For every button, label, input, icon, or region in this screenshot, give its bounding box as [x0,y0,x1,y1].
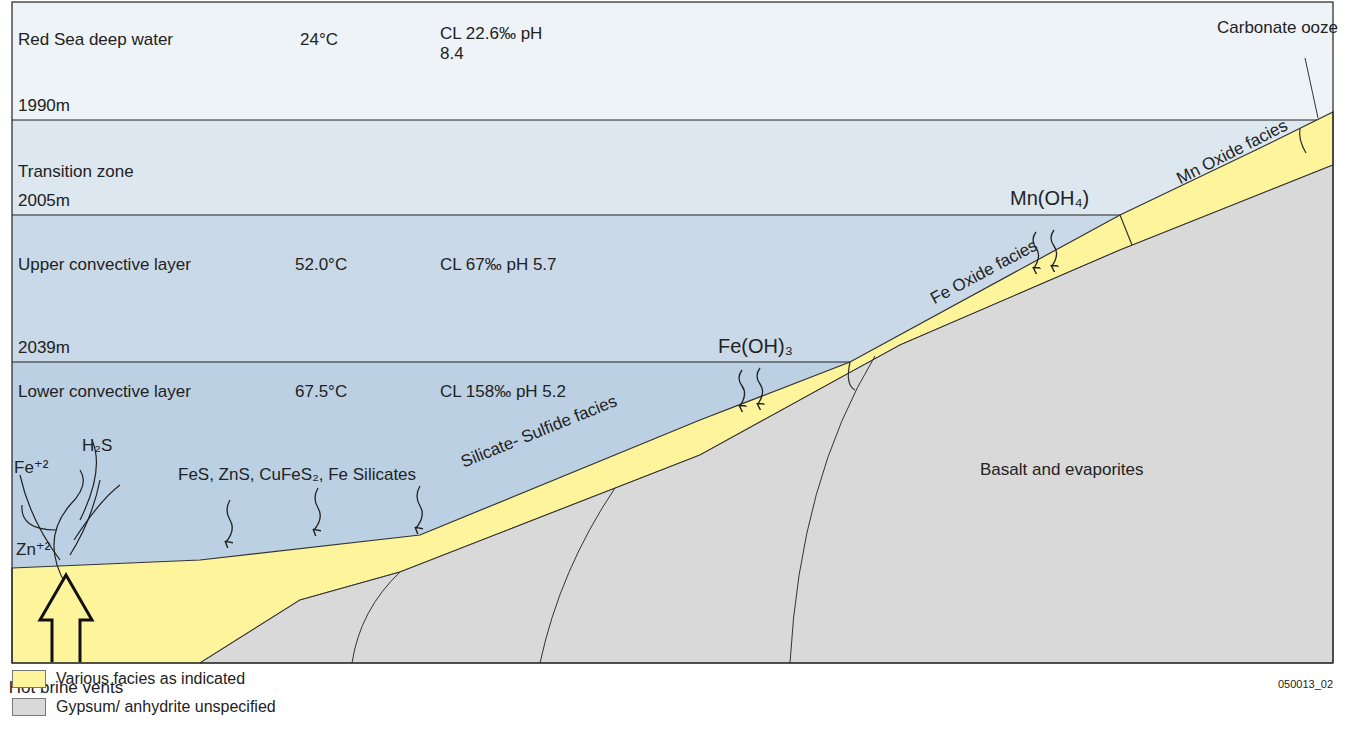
depth-label: 1990m [18,96,70,116]
depth-label: 2039m [18,338,70,358]
layer-property: 67.5°C [295,382,347,402]
legend-text: Gypsum/ anhydrite unspecified [56,697,276,717]
layer-name: Lower convective layer [18,382,191,402]
layer-property: CL 22.6‰ pH 8.4 [440,24,570,64]
ion-label: Zn⁺² [16,540,50,560]
legend-text: Various facies as indicated [56,669,245,689]
layer-property: CL 67‰ pH 5.7 [440,255,570,275]
mineral-label: FeS, ZnS, CuFeS₂, Fe Silicates [178,465,416,485]
legend-swatch [12,698,46,716]
layer-property: 24°C [300,30,338,50]
depth-label: 2005m [18,191,70,211]
convective-layer-band: Upper convective layer 52.0°C CL 67‰ pH 5.… [12,215,1333,362]
layer-property: 52.0°C [295,255,347,275]
figure-code: 050013_02 [1278,674,1333,694]
precipitate-label: Fe(OH)₃ [718,336,793,356]
layer-name: Upper convective layer [18,255,191,275]
legend-swatch [12,670,46,688]
water-layer-band: Red Sea deep water 24°C CL 22.6‰ pH 8.4 [12,2,1333,120]
layer-name: Transition zone [18,162,134,182]
layer-name: Red Sea deep water [18,30,173,50]
ion-label: H₂S [82,436,112,456]
facies-label: Carbonate ooze [1217,18,1338,38]
layer-property: CL 158‰ pH 5.2 [440,382,570,402]
precipitate-label: Mn(OH₄) [1010,188,1089,208]
rock-label: Basalt and evaporites [980,460,1144,480]
ion-label: Fe⁺² [14,458,48,478]
transition-band: Transition zone [12,120,1333,215]
